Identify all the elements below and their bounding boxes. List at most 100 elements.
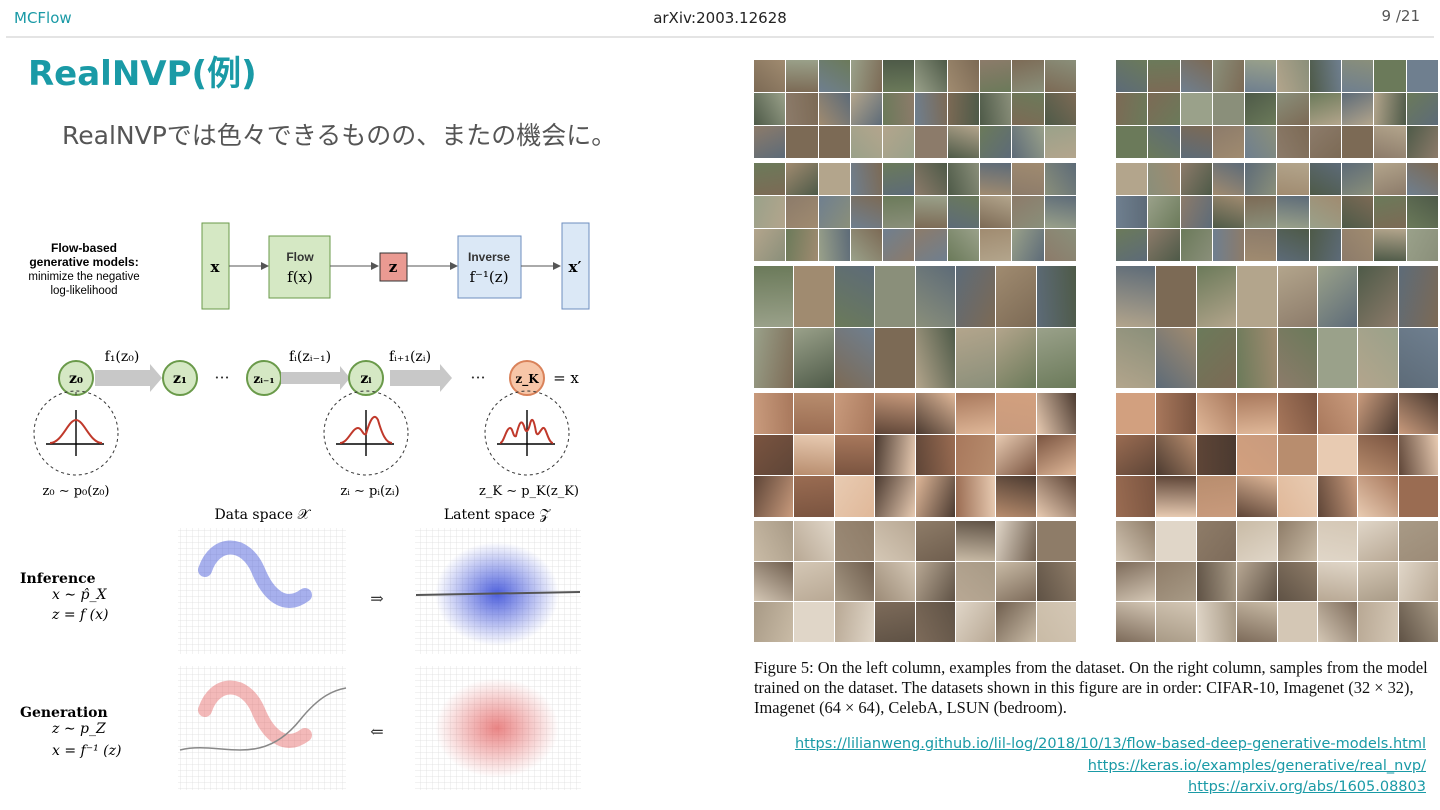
node-zi: zᵢ (360, 371, 372, 387)
sample-thumbnail (754, 229, 785, 261)
sample-thumbnail (875, 435, 914, 476)
sample-thumbnail (996, 328, 1035, 389)
sample-thumbnail (1012, 196, 1043, 228)
dist-label-z0: z₀ ∼ p₀(z₀) (43, 484, 110, 499)
generation-label: Generation (20, 705, 108, 721)
sample-thumbnail (916, 562, 955, 602)
sample-thumbnail (1245, 196, 1276, 228)
sample-thumbnail (948, 163, 979, 195)
sample-thumbnail (980, 163, 1011, 195)
sample-thumbnail (794, 521, 833, 561)
sample-thumbnail (1407, 93, 1438, 125)
sample-thumbnail (835, 521, 874, 561)
sample-thumbnail (883, 126, 914, 158)
sample-thumbnail (915, 93, 946, 125)
sample-thumbnail (1197, 476, 1236, 517)
sample-thumbnail (1116, 60, 1147, 92)
sample-thumbnail (915, 229, 946, 261)
sample-thumbnail (1374, 126, 1405, 158)
sample-thumbnail (754, 393, 793, 434)
sample-thumbnail (996, 435, 1035, 476)
sample-thumbnail (948, 229, 979, 261)
sample-thumbnail (794, 435, 833, 476)
sample-thumbnail (1277, 229, 1308, 261)
sample-thumbnail (1278, 602, 1317, 642)
sample-thumbnail (794, 476, 833, 517)
flow-diagram-title-1: Flow-based (51, 241, 117, 255)
sample-thumbnail (754, 60, 785, 92)
sample-thumbnail (883, 163, 914, 195)
sample-thumbnail (1318, 476, 1357, 517)
sample-thumbnail (1358, 476, 1397, 517)
dist-label-zK: z_K ∼ p_K(z_K) (479, 484, 579, 499)
sample-thumbnail (1407, 163, 1438, 195)
sample-thumbnail (1045, 229, 1076, 261)
sample-thumbnail (794, 602, 833, 642)
sample-thumbnail (1407, 229, 1438, 261)
flow-diagram: Flow-based generative models: minimize t… (0, 210, 620, 320)
sample-thumbnail (819, 229, 850, 261)
sample-thumbnail (980, 60, 1011, 92)
sample-thumbnail (835, 266, 874, 327)
sample-thumbnail (1277, 93, 1308, 125)
sample-thumbnail (1148, 229, 1179, 261)
sample-thumbnail (1278, 521, 1317, 561)
sample-thumbnail (1310, 196, 1341, 228)
sample-thumbnail (1318, 328, 1357, 389)
sample-thumbnail (1277, 196, 1308, 228)
sample-thumbnail (1278, 476, 1317, 517)
sample-thumbnail (1037, 393, 1076, 434)
sample-thumbnail (1358, 435, 1397, 476)
sample-thumbnail (1181, 126, 1212, 158)
sample-thumbnail (1399, 328, 1438, 389)
sample-thumbnail (835, 602, 874, 642)
sample-thumbnail (1213, 126, 1244, 158)
sample-thumbnail (1374, 93, 1405, 125)
z-box-label: z (389, 258, 398, 276)
sample-thumbnail (1116, 562, 1155, 602)
node-zK: z_K (515, 372, 539, 387)
inference-arrow: ⇒ (370, 589, 383, 608)
inverse-box (458, 236, 521, 298)
sample-thumbnail (794, 328, 833, 389)
sample-thumbnail (996, 393, 1035, 434)
sample-thumbnail (1277, 126, 1308, 158)
sample-thumbnail (1156, 435, 1195, 476)
sample-thumbnail (956, 435, 995, 476)
sample-thumbnail (916, 328, 955, 389)
sample-thumbnail (1156, 602, 1195, 642)
grid-lsun-samples (1116, 521, 1438, 642)
sample-thumbnail (1399, 602, 1438, 642)
sample-thumbnail (1148, 163, 1179, 195)
link-keras[interactable]: https://keras.io/examples/generative/rea… (795, 756, 1426, 778)
sample-thumbnail (1045, 163, 1076, 195)
flow-diagram-title-2: generative models: (29, 255, 138, 269)
sample-thumbnail (980, 229, 1011, 261)
sample-thumbnail (1318, 602, 1357, 642)
sample-thumbnail (1156, 266, 1195, 327)
sample-thumbnail (754, 93, 785, 125)
sample-thumbnail (1181, 93, 1212, 125)
link-arxiv[interactable]: https://arxiv.org/abs/1605.08803 (795, 777, 1426, 799)
sample-thumbnail (996, 476, 1035, 517)
sample-thumbnail (1318, 521, 1357, 561)
sample-thumbnail (875, 393, 914, 434)
sample-thumbnail (754, 196, 785, 228)
sample-thumbnail (1342, 229, 1373, 261)
sample-thumbnail (851, 229, 882, 261)
sample-thumbnail (835, 393, 874, 434)
sample-thumbnail (835, 562, 874, 602)
sample-thumbnail (1245, 163, 1276, 195)
sample-thumbnail (1407, 126, 1438, 158)
sample-thumbnail (794, 393, 833, 434)
sample-thumbnail (1310, 126, 1341, 158)
sample-thumbnail (1116, 163, 1147, 195)
grid-imagenet64-samples (1116, 266, 1438, 388)
sample-thumbnail (1237, 521, 1276, 561)
sample-thumbnail (851, 60, 882, 92)
header-divider (6, 36, 1434, 38)
equals-x: = x (553, 369, 579, 387)
link-lilianweng[interactable]: https://lilianweng.github.io/lil-log/201… (795, 734, 1426, 756)
sample-thumbnail (1213, 229, 1244, 261)
sample-thumbnail (956, 328, 995, 389)
